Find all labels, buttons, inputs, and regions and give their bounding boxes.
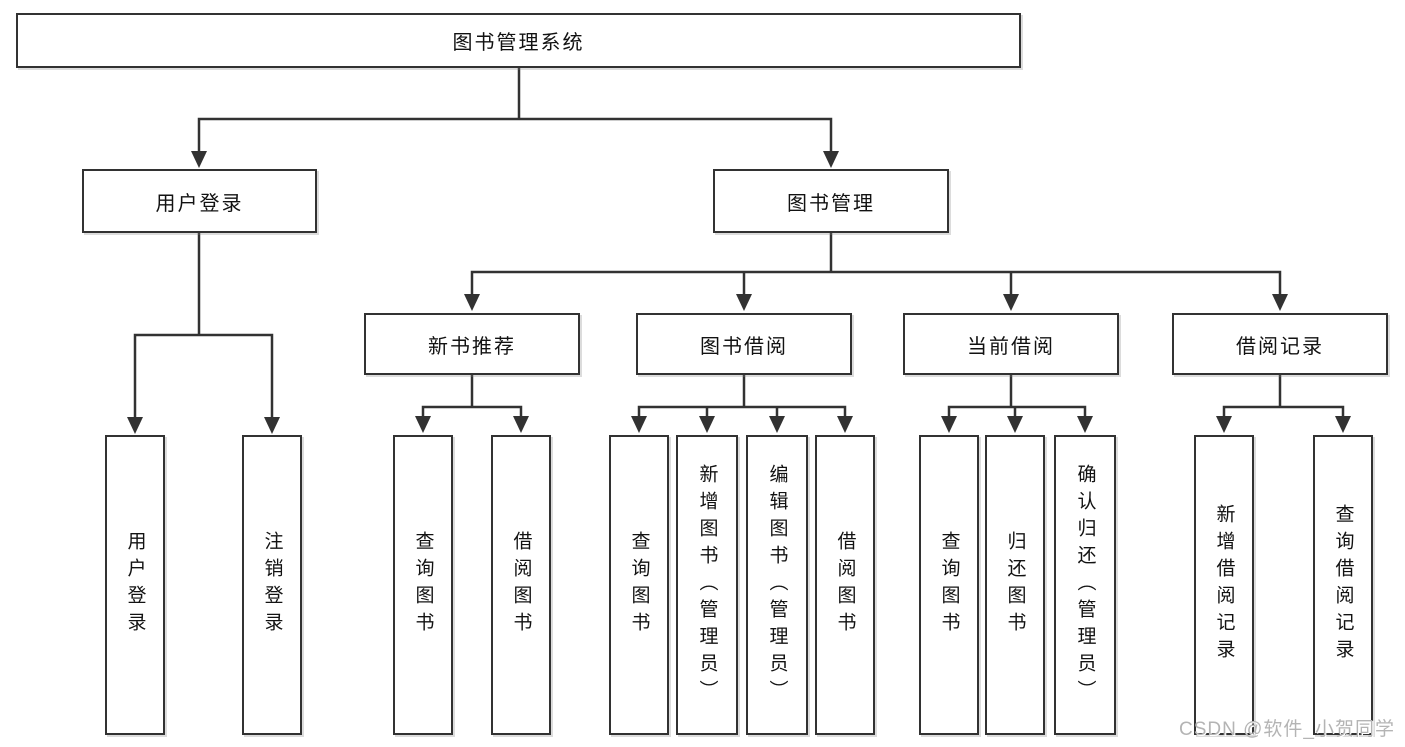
node-label: 用户登录	[155, 192, 244, 215]
node-label: 图书管理系统	[452, 32, 585, 54]
leaf-label: 借阅图书	[510, 531, 532, 639]
node-current-borrowing: 当前借阅	[903, 313, 1119, 375]
arrowheads	[127, 151, 1351, 434]
leaf-query-books-recommend: 查询图书	[393, 435, 453, 735]
node-label: 借阅记录	[1236, 335, 1324, 358]
node-book-management: 图书管理	[713, 169, 949, 233]
leaf-borrow-books-borrow: 借阅图书	[815, 435, 875, 735]
leaf-label: 新增图书（管理员）	[696, 463, 718, 707]
leaf-return-books: 归还图书	[985, 435, 1045, 735]
leaf-add-book-admin: 新增图书（管理员）	[676, 435, 738, 735]
leaf-add-borrow-record: 新增借阅记录	[1194, 435, 1254, 735]
leaf-label: 注销登录	[261, 531, 283, 639]
node-label: 图书借阅	[700, 335, 788, 358]
leaf-label: 查询图书	[628, 531, 650, 639]
leaf-label: 新增借阅记录	[1213, 504, 1235, 666]
leaf-label: 用户登录	[124, 531, 146, 639]
leaf-query-borrow-record: 查询借阅记录	[1313, 435, 1373, 735]
leaf-borrow-books-recommend: 借阅图书	[491, 435, 551, 735]
node-label: 图书管理	[787, 192, 875, 215]
node-book-borrowing: 图书借阅	[636, 313, 852, 375]
leaf-label: 查询图书	[412, 531, 434, 639]
leaf-confirm-return-admin: 确认归还（管理员）	[1054, 435, 1116, 735]
leaf-label: 归还图书	[1004, 531, 1026, 639]
leaf-edit-book-admin: 编辑图书（管理员）	[746, 435, 808, 735]
node-root-system: 图书管理系统	[16, 13, 1021, 68]
leaf-label: 查询借阅记录	[1332, 504, 1354, 666]
leaf-query-books-borrow: 查询图书	[609, 435, 669, 735]
node-borrowing-records: 借阅记录	[1172, 313, 1388, 375]
leaf-label: 确认归还（管理员）	[1074, 463, 1096, 707]
watermark: CSDN @软件_小贺同学	[1179, 719, 1395, 740]
leaf-label: 借阅图书	[834, 531, 856, 639]
leaf-query-books-current: 查询图书	[919, 435, 979, 735]
node-label: 当前借阅	[967, 335, 1055, 358]
node-user-login: 用户登录	[82, 169, 317, 233]
node-label: 新书推荐	[428, 335, 516, 358]
leaf-label: 查询图书	[938, 531, 960, 639]
leaf-logout: 注销登录	[242, 435, 302, 735]
node-new-book-recommendation: 新书推荐	[364, 313, 580, 375]
leaf-user-login: 用户登录	[105, 435, 165, 735]
leaf-label: 编辑图书（管理员）	[766, 463, 788, 707]
